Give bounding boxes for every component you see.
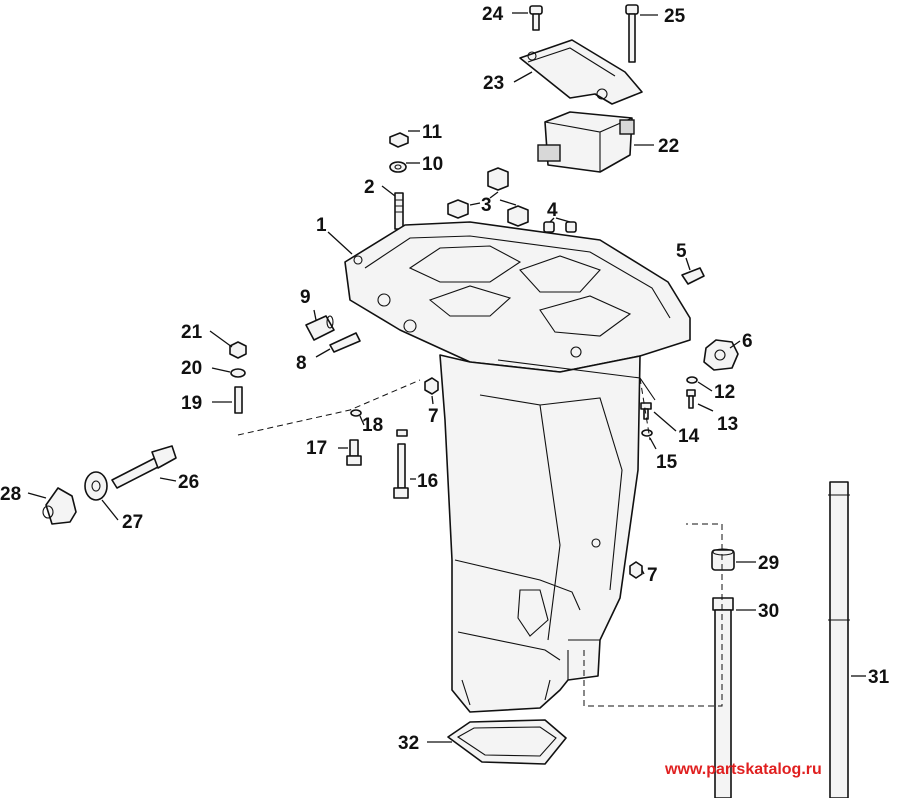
callout-31: 31 <box>868 667 890 688</box>
callout-7-upper: 7 <box>428 406 439 427</box>
part-20-washer <box>230 368 246 378</box>
callout-29: 29 <box>758 553 779 574</box>
part-30-tube <box>712 597 734 798</box>
watermark-text: www.partskatalog.ru <box>664 761 822 778</box>
part-22-control-module <box>537 111 635 173</box>
part-16-bolt <box>393 429 409 499</box>
callout-16: 16 <box>417 471 438 492</box>
callout-3: 3 <box>481 195 492 216</box>
callout-20: 20 <box>181 358 202 379</box>
part-2-stud <box>394 192 404 230</box>
part-11-nut <box>389 132 409 148</box>
callout-26: 26 <box>178 472 199 493</box>
callout-14: 14 <box>678 426 700 447</box>
part-27-washer <box>84 471 108 501</box>
callout-9: 9 <box>300 287 311 308</box>
callout-1: 1 <box>316 215 327 236</box>
part-31-long-tube <box>828 481 850 798</box>
callout-28: 28 <box>0 484 21 505</box>
callout-30: 30 <box>758 601 779 622</box>
callout-5: 5 <box>676 241 687 262</box>
part-12-washer <box>686 376 698 384</box>
reference-lines <box>237 377 723 707</box>
callout-12: 12 <box>714 382 735 403</box>
part-1-adapter-housing <box>344 221 691 713</box>
part-8-fitting <box>329 332 361 353</box>
part-25-long-bolt <box>625 4 639 63</box>
leader-lines <box>27 12 866 743</box>
callout-8: 8 <box>296 353 307 374</box>
callout-7-lower: 7 <box>647 565 658 586</box>
callout-32: 32 <box>398 733 419 754</box>
part-15-washer <box>641 429 653 437</box>
callout-24: 24 <box>482 4 504 25</box>
part-14-screw <box>640 402 652 420</box>
part-7-plug-lower <box>629 561 643 579</box>
callout-10: 10 <box>422 154 443 175</box>
callout-25: 25 <box>664 6 686 27</box>
callout-19: 19 <box>181 393 202 414</box>
callout-13: 13 <box>717 414 738 435</box>
part-29-grommet <box>711 548 735 571</box>
callout-21: 21 <box>181 322 203 343</box>
part-7-plug-upper <box>424 377 439 395</box>
callout-11: 11 <box>422 122 443 143</box>
part-18-washer <box>350 409 362 417</box>
part-13-screw <box>686 389 696 409</box>
part-28-rubber-mount <box>42 487 77 525</box>
callout-6: 6 <box>742 331 753 352</box>
part-21-nut <box>229 341 247 359</box>
part-3-grommets <box>447 167 529 227</box>
callout-18: 18 <box>362 415 383 436</box>
callout-27: 27 <box>122 512 143 533</box>
callout-23: 23 <box>483 73 504 94</box>
part-4-bushings <box>543 221 577 233</box>
part-10-washer <box>389 161 407 173</box>
part-17-screw <box>346 439 362 466</box>
part-6-valve <box>703 339 739 371</box>
part-5-fitting <box>681 267 705 285</box>
callout-2: 2 <box>364 177 375 198</box>
part-9-sleeve <box>305 315 335 341</box>
part-32-gasket <box>447 719 567 765</box>
callout-22: 22 <box>658 136 679 157</box>
callout-labels: 24 25 23 22 11 10 2 3 4 1 5 9 6 21 8 20 … <box>0 4 890 754</box>
part-23-bracket-plate <box>519 39 643 105</box>
callout-4: 4 <box>547 200 558 221</box>
callout-17: 17 <box>306 438 327 459</box>
part-26-mount-bolt <box>111 445 177 489</box>
part-19-stud <box>234 386 243 414</box>
callout-15: 15 <box>656 452 678 473</box>
part-24-bolt <box>529 5 543 31</box>
